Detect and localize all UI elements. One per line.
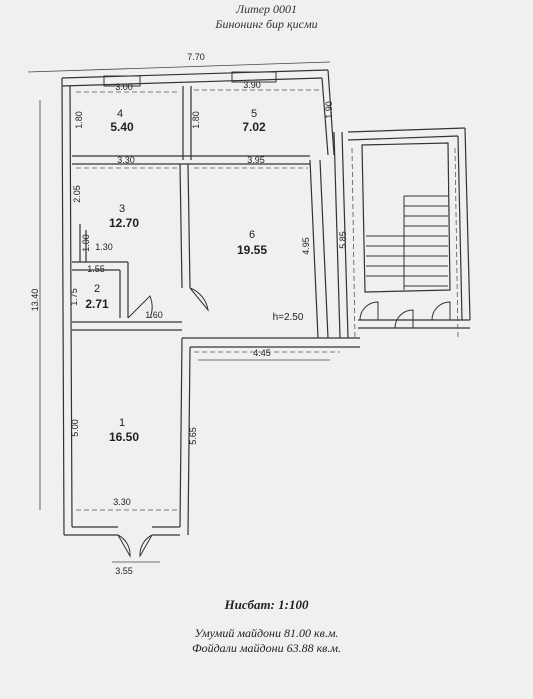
dim-room2-top: 1.55 bbox=[87, 264, 105, 274]
dim-bottom-width: 3.55 bbox=[115, 566, 133, 576]
room1-number: 1 bbox=[119, 417, 125, 429]
doors bbox=[117, 287, 451, 558]
dim-room6-top: 3.95 bbox=[247, 155, 265, 165]
dimension-lines bbox=[27, 61, 331, 563]
staircase bbox=[366, 195, 448, 290]
dim-right-side: 5.85 bbox=[338, 231, 348, 249]
dim-room5-top: 3.90 bbox=[243, 80, 261, 90]
total-area: Умумий майдони 81.00 кв.м. bbox=[194, 626, 339, 640]
room6-number: 6 bbox=[249, 229, 255, 241]
windows bbox=[103, 71, 277, 87]
dim-room3-side: 2.05 bbox=[72, 185, 82, 203]
dim-room5-side: 1.80 bbox=[191, 111, 201, 129]
dim-ceiling-height: h=2.50 bbox=[273, 312, 304, 323]
room2-area: 2.71 bbox=[85, 297, 109, 311]
room5-number: 5 bbox=[251, 108, 257, 120]
dim-room3-top: 3.30 bbox=[117, 155, 135, 165]
building-subtitle: Бинонинг бир қисми bbox=[215, 17, 318, 31]
dim-closet-width: 1.30 bbox=[95, 242, 113, 252]
dim-right-top-side: 1.90 bbox=[324, 101, 334, 119]
dim-room6-side: 4.95 bbox=[301, 237, 311, 255]
dim-overall-width: 7.70 bbox=[187, 52, 205, 62]
room5-area: 7.02 bbox=[242, 120, 266, 134]
room4-area: 5.40 bbox=[110, 120, 134, 134]
room4-number: 4 bbox=[117, 108, 123, 120]
room-labels: 4 5.40 5 7.02 3 12.70 6 19.55 2 2.71 1 1… bbox=[85, 108, 267, 444]
dim-room1-bottom: 3.30 bbox=[113, 497, 131, 507]
useful-area: Фойдали майдони 63.88 кв.м. bbox=[191, 641, 342, 655]
building-title: Литер 0001 bbox=[235, 2, 298, 16]
room3-area: 12.70 bbox=[109, 216, 139, 230]
dim-closet-side: 1.00 bbox=[81, 234, 91, 252]
dim-room1-right: 5.65 bbox=[188, 427, 198, 445]
room1-area: 16.50 bbox=[109, 430, 139, 444]
room2-number: 2 bbox=[94, 283, 100, 295]
dim-room2-bottom: 1.60 bbox=[145, 310, 163, 320]
dim-overall-height: 13.40 bbox=[30, 289, 40, 312]
dim-room4-top: 3.00 bbox=[115, 82, 133, 92]
walls bbox=[61, 69, 471, 536]
dashed-guides bbox=[76, 89, 459, 511]
dim-room1-left: 5.00 bbox=[70, 419, 80, 437]
dim-room4-side: 1.80 bbox=[74, 111, 84, 129]
room6-area: 19.55 bbox=[237, 243, 267, 257]
dim-room2-side: 1.75 bbox=[69, 288, 79, 306]
room3-number: 3 bbox=[119, 203, 125, 215]
scale-label: Нисбат: 1:100 bbox=[224, 597, 309, 612]
dimension-labels: 7.70 3.00 3.90 1.80 1.80 1.90 3.30 3.95 … bbox=[30, 52, 348, 576]
dim-corridor-width: 4.45 bbox=[253, 348, 271, 358]
